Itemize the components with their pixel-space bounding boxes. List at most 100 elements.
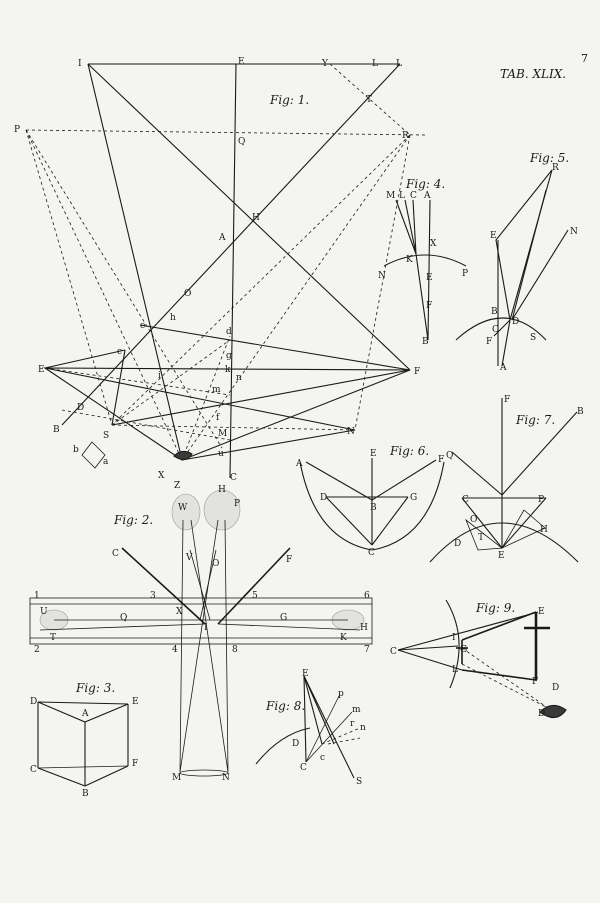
point-label: L [399, 191, 405, 201]
point-label: K [340, 633, 347, 643]
point-label: D [320, 493, 327, 503]
point-label: B [577, 407, 584, 417]
point-label: 2 [34, 645, 40, 655]
point-label: r [350, 719, 355, 729]
point-label: 7 [364, 645, 370, 655]
point-label: d [226, 327, 232, 337]
fig9-title: Fig: 9. [475, 601, 515, 615]
point-label: T [478, 533, 484, 543]
point-label: I [204, 623, 208, 633]
point-label: P [462, 269, 468, 279]
point-label: O [184, 289, 191, 299]
point-label: k [225, 365, 231, 375]
fig4-title: Fig: 4. [405, 177, 445, 191]
point-label: Q [238, 137, 245, 147]
fig1-small-square [81, 441, 106, 469]
point-label: E [302, 669, 309, 679]
point-label: 3 [150, 591, 156, 601]
point-label: 6 [364, 591, 370, 601]
point-label: M [386, 191, 395, 201]
point-label: C [368, 548, 375, 558]
point-label: 4 [172, 645, 178, 655]
figure-2: Fig: 2. Z W H P V O C F 1 3 5 6 U Q X I [29, 481, 373, 783]
point-label: S [356, 777, 362, 787]
fig5-title: Fig: 5. [529, 151, 569, 165]
point-label: B [491, 307, 498, 317]
point-label: M [172, 773, 181, 783]
point-label: h [170, 313, 176, 323]
point-label: A [499, 363, 507, 373]
point-label: L [396, 59, 402, 69]
figure-5: Fig: 5. R N E B D C F S A [455, 151, 578, 373]
point-label: X [176, 607, 183, 617]
point-label: F [532, 677, 538, 687]
point-label: Z [174, 481, 180, 491]
point-label: P [14, 125, 20, 135]
point-label: Q [120, 613, 127, 623]
fig3-title: Fig: 3. [75, 681, 115, 695]
point-label: C [462, 495, 469, 505]
point-label: N [570, 227, 578, 237]
point-label: Q [446, 451, 453, 461]
point-label: p [338, 689, 344, 699]
point-label: X [430, 239, 437, 249]
point-label: D [77, 403, 84, 413]
point-label: n [360, 723, 366, 733]
point-label: F [132, 759, 138, 769]
point-label: E [238, 57, 245, 67]
fig1-eye-icon [173, 450, 193, 461]
point-label: I [78, 59, 82, 69]
fig9-eye-icon [539, 704, 567, 719]
point-label: 8 [232, 645, 238, 655]
point-label: F [504, 395, 510, 405]
figure-6: Fig: 6. A E F D B G C [295, 444, 445, 558]
point-label: V [185, 553, 193, 563]
point-label: T [366, 95, 372, 105]
point-label: B [53, 425, 60, 435]
point-label: M [218, 429, 227, 439]
point-label: m [352, 705, 361, 715]
point-label: D [454, 539, 461, 549]
point-label: S [530, 333, 536, 343]
fig2-cloud-left [171, 493, 201, 531]
point-label: H [360, 623, 368, 633]
point-label: T [50, 633, 56, 643]
point-label: A [81, 709, 89, 719]
point-label: K [406, 255, 413, 265]
point-label: R [552, 163, 559, 173]
point-label: C [112, 549, 119, 559]
point-label: 5 [252, 591, 258, 601]
point-label: L [452, 665, 458, 675]
point-label: g [226, 351, 232, 361]
point-label: E [490, 231, 497, 241]
point-label: X [158, 471, 165, 481]
figure-8: Fig: 8. E p m r n D c C S [255, 669, 366, 787]
plate-title: TAB. XLIX. [500, 67, 566, 81]
point-label: U [40, 607, 48, 617]
point-label: E [38, 365, 45, 375]
point-label: R [402, 131, 409, 141]
point-label: G [280, 613, 287, 623]
point-label: H [252, 213, 260, 223]
point-label: H [540, 525, 548, 535]
point-label: I [452, 633, 456, 643]
point-label: C [30, 765, 37, 775]
point-label: C [390, 647, 397, 657]
fig1-title: Fig: 1. [269, 93, 309, 107]
figure-1: Fig: 1. I E Y L L T P R Q [14, 57, 426, 483]
point-label: O [470, 515, 477, 525]
point-label: F [438, 455, 444, 465]
fig2-cloud-right [203, 489, 241, 531]
point-label: b [73, 445, 79, 455]
point-label: A [295, 459, 303, 469]
fig6-title: Fig: 6. [389, 444, 429, 458]
point-label: B [422, 337, 429, 347]
point-label: A [218, 233, 226, 243]
point-label: E [426, 273, 433, 283]
point-label: P [234, 499, 240, 509]
point-label: L [372, 59, 378, 69]
point-label: P [538, 495, 544, 505]
point-label: D [512, 317, 519, 327]
point-label: S [103, 431, 109, 441]
